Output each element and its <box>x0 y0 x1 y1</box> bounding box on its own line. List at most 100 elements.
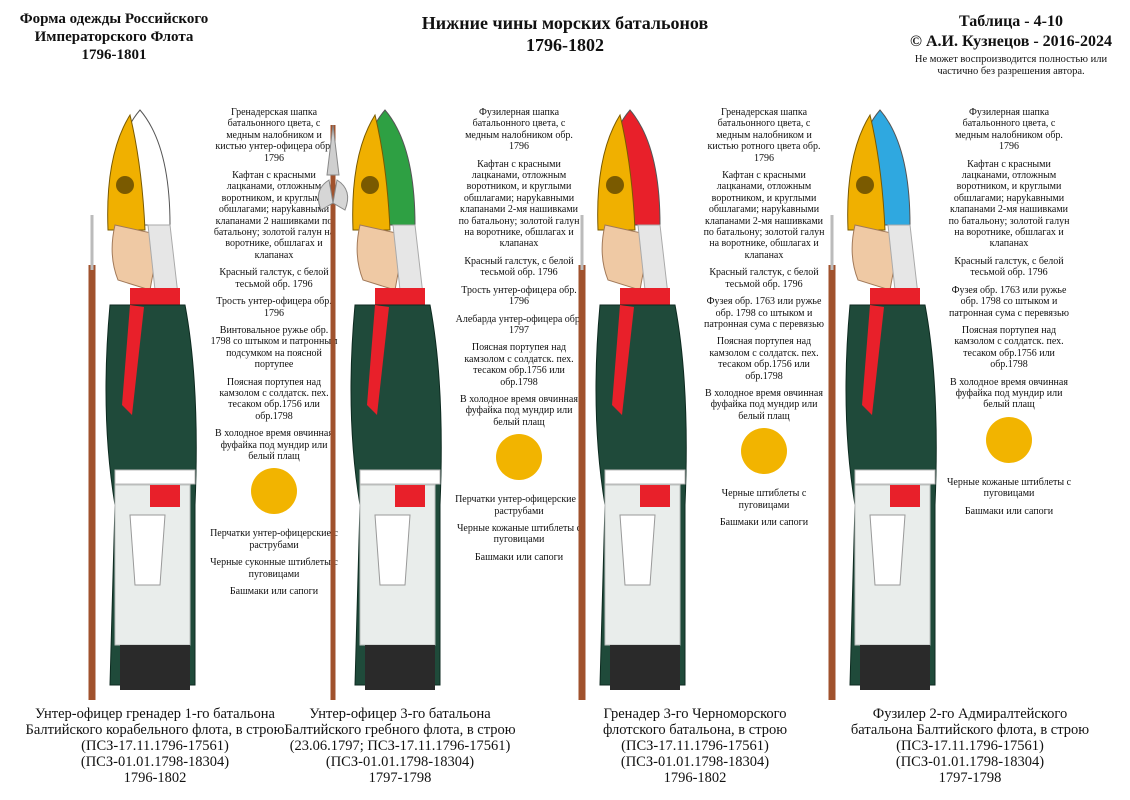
uniform-note: В холодное время овчинная фуфайка под му… <box>705 387 823 422</box>
uniform-note: Красный галстук, с белой тесьмой обр. 17… <box>464 255 574 279</box>
caption-line: 1797-1798 <box>368 770 432 786</box>
caption-line: (ПСЗ-17.11.1796-17561) <box>81 738 229 754</box>
uniform-note: В холодное время овчинная фуфайка под му… <box>950 376 1068 411</box>
belt <box>359 469 441 485</box>
belt <box>604 469 686 485</box>
caption-line: (ПСЗ-01.01.1798-18304) <box>325 754 475 770</box>
fusilier-figure <box>828 109 937 700</box>
lapel <box>862 305 884 415</box>
cuff <box>395 485 425 507</box>
uniform-note: Черные кожаные штиблеты с пуговицами <box>946 476 1072 500</box>
collar <box>130 288 180 306</box>
halberd-spike <box>326 124 340 176</box>
glove <box>869 514 906 586</box>
uniform-note: Красный галстук, с белой тесьмой обр. 17… <box>219 267 329 290</box>
figure-illustration <box>70 85 200 710</box>
caption-line: (ПСЗ-01.01.1798-18304) <box>620 754 770 770</box>
eagle-emblem <box>361 176 379 194</box>
cuff <box>150 485 180 507</box>
uniform-note: Поясная портупея над камзолом с солдатск… <box>954 324 1064 371</box>
uniform-note: Кафтан с красными лацканами, отложным во… <box>948 158 1070 250</box>
collar <box>870 288 920 306</box>
uniform-notes: Фузилерная шапка батальонного цвета, с м… <box>455 107 583 569</box>
uniform-note: Черные штиблеты с пуговицами <box>721 488 807 511</box>
uniform-note: Фузея обр. 1763 или ружье обр. 1798 со ш… <box>949 284 1069 319</box>
caption-line: (23.06.1797; ПСЗ-17.11.1796-17561) <box>289 738 511 754</box>
header-title-line: 1796-1802 <box>526 35 604 55</box>
eagle-emblem <box>856 176 874 194</box>
uniform-note: Кафтан с красными лацканами, отложным во… <box>703 170 825 261</box>
uniform-note: В холодное время овчинная фуфайка под му… <box>460 393 578 428</box>
uniform-note: Поясная портупея над камзолом с солдатск… <box>464 342 574 388</box>
hair <box>637 224 669 296</box>
caption-line: Гренадер 3-го Черноморского <box>603 706 787 722</box>
caption-line: 1797-1798 <box>938 770 1002 786</box>
copyright: © А.И. Кузнецов - 2016-2024 <box>909 33 1113 50</box>
hair <box>147 224 179 296</box>
gold-button-swatch <box>741 428 787 475</box>
uniform-note: Башмаки или сапоги <box>474 551 564 563</box>
lapel <box>122 305 144 415</box>
table-number: Таблица - 4-10 <box>959 13 1063 30</box>
gaiters <box>120 645 190 690</box>
hair <box>392 224 424 296</box>
uniform-notes: Гренадерская шапка батальонного цвета, с… <box>210 107 338 603</box>
uniform-note: Башмаки или сапоги <box>719 516 809 528</box>
caption-line: (ПСЗ-01.01.1798-18304) <box>895 754 1045 770</box>
halberd-axe <box>317 179 334 211</box>
uniform-note: В холодное время овчинная фуфайка под му… <box>215 428 333 462</box>
figure-illustration <box>315 85 445 710</box>
header-left-line: 1796-1801 <box>81 47 147 63</box>
eagle-emblem <box>606 176 624 194</box>
header-title: Нижние чины морских батальонов 1796-1802 <box>395 12 735 56</box>
grenadier-nco-figure <box>88 109 197 700</box>
caption-line: (ПСЗ-17.11.1796-17561) <box>896 738 1044 754</box>
lapel <box>612 305 634 415</box>
uniform-note: Трость унтер-офицера обр. 1796 <box>216 296 332 319</box>
cuff <box>890 485 920 507</box>
eagle-emblem <box>116 176 134 194</box>
lapel <box>367 305 389 415</box>
uniform-note: Винтовальное ружье обр. 1798 со штыком и… <box>210 324 338 371</box>
gold-button-swatch <box>251 468 297 515</box>
uniform-note: Гренадерская шапка батальонного цвета, с… <box>707 107 821 164</box>
glove <box>129 514 166 586</box>
uniform-note: Поясная портупея над камзолом с солдатск… <box>709 336 819 382</box>
figure-panel: Фузилерная шапка батальонного цвета, с м… <box>810 85 1080 705</box>
uniform-note: Красный галстук, с белой тесьмой обр. 17… <box>954 255 1064 279</box>
fusilier-nco-figure <box>317 109 442 700</box>
caption-line: Балтийского корабельного флота, в строю <box>25 722 285 738</box>
collar <box>620 288 670 306</box>
uniform-notes: Гренадерская шапка батальонного цвета, с… <box>700 107 828 534</box>
gaiters <box>365 645 435 690</box>
uniform-note: Черные суконные штиблеты с пуговицами <box>210 557 338 580</box>
belt <box>854 469 936 485</box>
collar <box>375 288 425 306</box>
uniform-note: Алебарда унтер-офицера обр. 1797 <box>455 313 583 336</box>
gold-button-swatch <box>986 416 1032 463</box>
caption-line: (ПСЗ-17.11.1796-17561) <box>621 738 769 754</box>
uniform-note: Трость унтер-офицера обр. 1796 <box>461 284 577 308</box>
caption-line: 1796-1802 <box>123 770 187 786</box>
uniform-note: Красный галстук, с белой тесьмой обр. 17… <box>709 267 819 290</box>
uniform-note: Гренадерская шапка батальонного цвета, с… <box>215 107 333 164</box>
header-left-line: Императорского Флота <box>34 29 194 45</box>
gaiters <box>860 645 930 690</box>
caption-line: Фузилер 2-го Адмиралтейского <box>872 706 1068 722</box>
caption-line: Унтер-офицер гренадер 1-го батальона <box>35 706 275 722</box>
caption-line: Унтер-офицер 3-го батальона <box>309 706 491 722</box>
header-right: Таблица - 4-10 © А.И. Кузнецов - 2016-20… <box>900 12 1122 78</box>
uniform-note: Перчатки унтер-офицерские с раструбами <box>210 528 338 551</box>
caption-line: (ПСЗ-01.01.1798-18304) <box>80 754 230 770</box>
uniform-note: Кафтан с красными лацканами, отложным во… <box>213 170 335 261</box>
uniform-note: Кафтан с красными лацканами, отложным во… <box>458 158 580 250</box>
header-left-line: Форма одежды Российского <box>19 11 209 27</box>
copyright-note: Не может воспроизводится полностью или ч… <box>914 54 1108 77</box>
halberd-fluke <box>332 179 349 211</box>
figure-panel: Фузилерная шапка батальонного цвета, с м… <box>315 85 585 705</box>
caption-line: 1796-1802 <box>663 770 727 786</box>
figure-illustration <box>560 85 690 710</box>
